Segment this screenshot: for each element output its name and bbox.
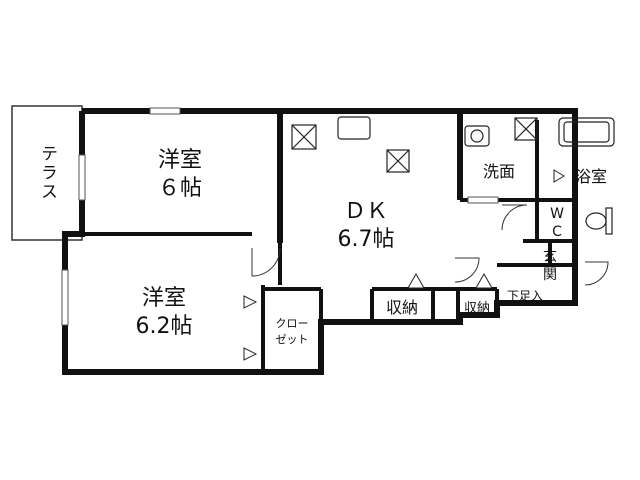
entrance-label-line1: 玄	[543, 248, 557, 265]
terrace-label: テラス	[37, 145, 57, 202]
windows	[61, 107, 499, 326]
western-room-1-name: 洋室	[158, 148, 202, 173]
exterior-walls	[62, 108, 578, 375]
wc-label-line2: C	[552, 224, 562, 240]
washroom-label: 洗面	[483, 162, 515, 181]
closet-label-line1: クロー	[276, 317, 309, 330]
storage-small-label: 収納	[464, 301, 490, 316]
wc-label-line1: W	[550, 206, 564, 222]
shoe-box-label: 下足入	[507, 289, 543, 303]
storage-main-label: 収納	[386, 298, 418, 317]
dk-size: 6.7帖	[338, 227, 395, 252]
door-swings	[251, 204, 609, 286]
western-room-2-size: 6.2帖	[136, 314, 193, 339]
closet-label-line2: ゼット	[276, 333, 309, 346]
bathroom-label: 浴室	[575, 167, 607, 186]
western-room-2-name: 洋室	[142, 286, 186, 311]
door-markers	[243, 169, 565, 361]
bathtub-fixture	[558, 117, 615, 147]
western-room-1-size: ６帖	[158, 176, 202, 201]
entrance-label-line2: 関	[543, 267, 557, 283]
toilet-fixture	[585, 207, 613, 235]
vent-fixtures	[291, 117, 538, 173]
dk-name: ＤＫ	[344, 199, 388, 224]
washbasin-fixture	[464, 125, 490, 147]
kitchen-counter	[337, 116, 371, 140]
